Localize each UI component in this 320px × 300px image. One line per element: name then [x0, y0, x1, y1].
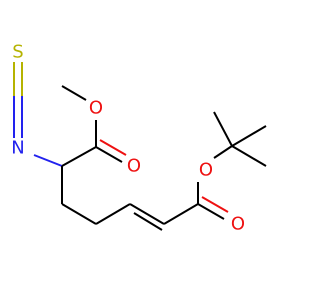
atom-oxygen-carbonyl-2-label: O [231, 214, 245, 235]
bond-c1-o-carbonyl [95, 146, 123, 163]
bond-ctbu-me1 [213, 111, 233, 147]
bond-c5-c6-2 [133, 212, 163, 231]
bond-c4-c5 [95, 203, 131, 225]
bond-calpha-c1 [61, 146, 97, 167]
bond-c1-o-carbonyl-2 [99, 139, 127, 156]
atom-oxygen-ester-tbu-label: O [199, 160, 213, 181]
bond-ctbu-me3 [231, 145, 267, 167]
atom-sulfur-label: S [12, 42, 23, 63]
bond-n-calpha [33, 154, 63, 167]
structure-canvas: S N O O O O [11, 42, 267, 235]
bond-o-methyl [61, 85, 87, 101]
molecule-structure: S N O O O O [11, 42, 267, 235]
atom-nitrogen-label: N [11, 138, 24, 159]
bond-c7-o-carbonyl [197, 203, 225, 220]
bond-c7-o-carbonyl-2 [201, 196, 229, 213]
bond-c6-c7 [163, 203, 199, 225]
bond-ctbu-me2 [231, 125, 267, 147]
atom-oxygen-carbonyl-1-label: O [127, 156, 141, 177]
bond-c5-c6 [129, 203, 165, 225]
bond-o-ctbu [213, 145, 233, 159]
bond-c3-c4 [61, 203, 97, 225]
atom-oxygen-methoxy-label: O [89, 98, 103, 119]
